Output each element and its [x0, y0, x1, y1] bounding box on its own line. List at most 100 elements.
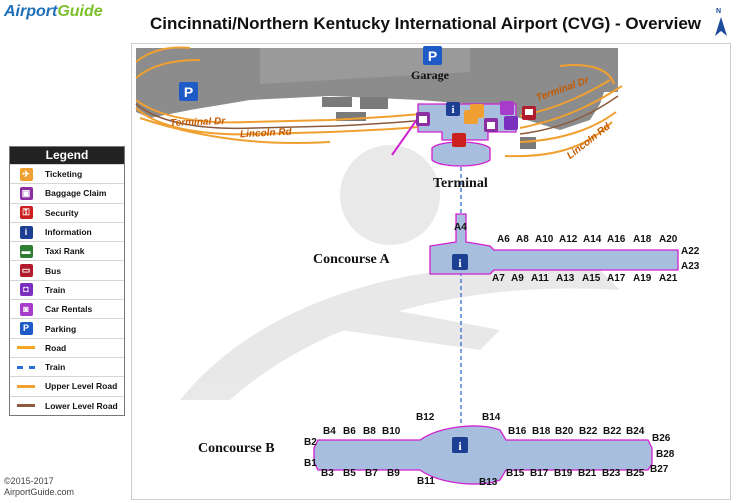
road-label-terminal-dr: Terminal Dr: [169, 116, 226, 129]
gate-label: A7: [492, 273, 505, 284]
gate-label: A8: [516, 234, 529, 245]
gate-label: B3: [321, 468, 334, 479]
information-icon: i: [19, 225, 33, 239]
parking-icon: P: [19, 322, 33, 336]
garage-label: Garage: [411, 68, 449, 82]
gate-label: B27: [650, 464, 669, 475]
gate-label: B22: [603, 426, 622, 437]
legend-item-parking: P Parking: [10, 318, 124, 337]
ticketing-icon: [470, 104, 484, 118]
information-icon: i: [452, 254, 468, 270]
concourse-b-building: [313, 425, 653, 485]
ticketing-icon: ✈: [19, 167, 33, 181]
page-title: Cincinnati/Northern Kentucky Internation…: [150, 14, 701, 33]
site-text: AirportGuide.com: [4, 487, 75, 497]
gate-label: B26: [652, 433, 671, 444]
building-block: [360, 97, 388, 109]
train-icon: ◘: [19, 283, 33, 297]
svg-text:P: P: [428, 48, 437, 64]
gate-label: A17: [607, 273, 626, 284]
train-icon: [504, 116, 518, 130]
car-rental-icon: [500, 101, 514, 115]
baggage-claim-icon: ▣: [19, 186, 33, 200]
security-icon: [452, 133, 466, 147]
gate-label: B9: [387, 468, 400, 479]
gate-label: B12: [416, 412, 435, 423]
legend-item-car-rentals: ◙ Car Rentals: [10, 299, 124, 318]
gate-label: B4: [323, 426, 336, 437]
gate-label: B13: [479, 477, 498, 488]
gate-label: B10: [382, 426, 401, 437]
legend-label: Train: [45, 362, 66, 373]
gate-label: B22: [579, 426, 598, 437]
terminal-connector: [391, 117, 419, 156]
car-rental-icon: ◙: [19, 302, 33, 316]
train-line-icon: [17, 365, 35, 369]
gate-label: B16: [508, 426, 527, 437]
gate-label: A16: [607, 234, 626, 245]
legend-item-upper-level-road: Upper Level Road: [10, 376, 124, 395]
gate-label: B2: [304, 437, 317, 448]
svg-text:i: i: [458, 439, 462, 453]
baggage-claim-icon: [416, 112, 430, 126]
legend-label: Train: [45, 284, 66, 295]
gate-label: B15: [506, 468, 525, 479]
concourse-a-building: [429, 213, 679, 275]
legend-label: Upper Level Road: [45, 381, 118, 392]
gate-label: A23: [681, 261, 700, 272]
legend-item-lower-level-road: Lower Level Road: [10, 395, 124, 415]
logo-main-text: Airport: [4, 3, 58, 20]
gate-label: B11: [417, 476, 435, 487]
garage-structure: [260, 48, 470, 84]
legend-label: Lower Level Road: [45, 400, 118, 411]
legend-label: Ticketing: [45, 169, 83, 180]
logo-accent-text: Guide: [57, 3, 103, 20]
gate-label: A13: [556, 273, 575, 284]
watermark-plane-icon: [180, 145, 620, 400]
gate-label: A9: [511, 273, 524, 284]
legend-item-bus: ▭ Bus: [10, 260, 124, 279]
gate-label: B14: [482, 412, 501, 423]
terminal-label: Terminal: [433, 176, 488, 191]
concourse-b-label: Concourse B: [198, 441, 275, 456]
gate-label: B18: [532, 426, 551, 437]
gate-label: B5: [343, 468, 356, 479]
taxi-icon: ▬: [19, 244, 33, 258]
legend-label: Information: [45, 227, 92, 238]
airportguide-logo[interactable]: AirportGuide: [4, 3, 103, 21]
legend-item-taxi-rank: ▬ Taxi Rank: [10, 241, 124, 260]
road-line-icon: [17, 346, 35, 350]
map-frame: [131, 43, 731, 500]
legend-label: Security: [45, 207, 79, 218]
legend-item-baggage-claim: ▣ Baggage Claim: [10, 183, 124, 202]
security-icon: ⚿: [19, 206, 33, 220]
legend-panel: Legend ✈ Ticketing ▣ Baggage Claim ⚿ Sec…: [9, 146, 125, 416]
legend-label: Bus: [45, 265, 62, 276]
information-icon: i: [452, 437, 468, 453]
legend-item-train-line: Train: [10, 356, 124, 376]
gate-label: A22: [681, 246, 700, 257]
svg-text:P: P: [184, 84, 193, 100]
lower-road-network: [135, 95, 619, 135]
gate-label: A11: [531, 273, 549, 284]
gate-label: A18: [633, 234, 652, 245]
gate-label: B17: [530, 468, 549, 479]
lower-road-line-icon: [17, 404, 35, 408]
legend-label: Baggage Claim: [45, 188, 107, 199]
bus-icon: [522, 106, 536, 120]
north-arrow-icon: [715, 17, 727, 36]
legend-label: Taxi Rank: [45, 246, 85, 257]
gate-label: B6: [343, 426, 356, 437]
gate-label: A6: [497, 234, 510, 245]
parking-icon: P: [423, 46, 442, 65]
gate-label: B8: [363, 426, 376, 437]
gate-label: B7: [365, 468, 378, 479]
legend-label: Car Rentals: [45, 304, 93, 315]
gate-label: A20: [659, 234, 678, 245]
legend-label: Parking: [45, 323, 77, 334]
building-block: [520, 137, 536, 149]
gate-label: A10: [535, 234, 554, 245]
gate-label: B21: [578, 468, 597, 479]
gate-label: B24: [626, 426, 645, 437]
